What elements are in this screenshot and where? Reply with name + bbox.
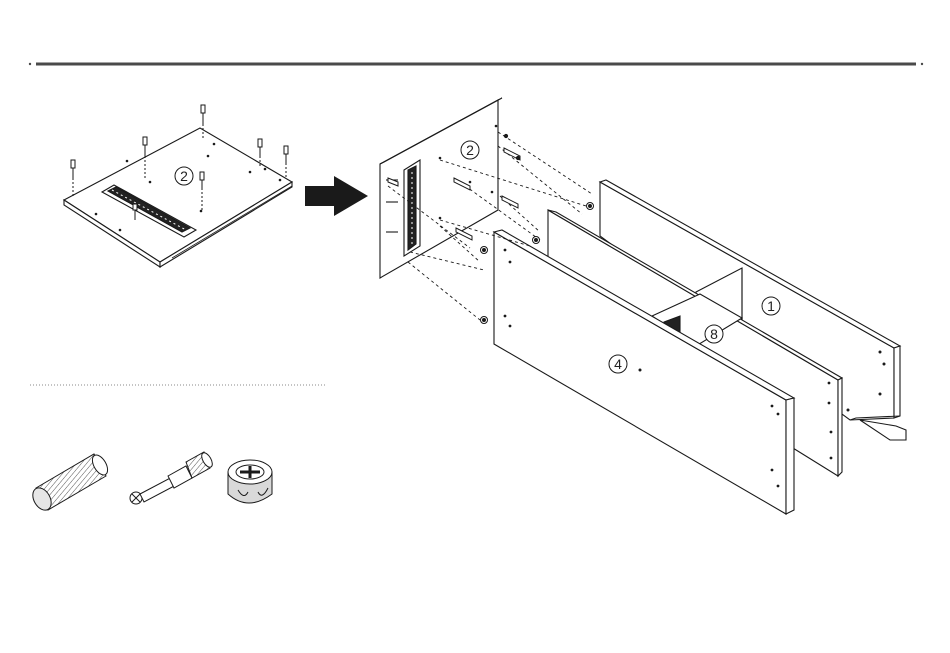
wooden-dowel-icon: [29, 452, 111, 513]
side-panel-part-number: 2: [466, 142, 474, 158]
cam-lock-icon: [228, 460, 272, 503]
header-rule: [29, 63, 923, 65]
cam-bolt-icon: [130, 451, 214, 504]
back-panel-part-number: 1: [767, 298, 775, 314]
top-panel-step: [64, 105, 292, 267]
front-panel-part-number: 4: [614, 356, 622, 372]
top-panel-part-number: 2: [180, 168, 188, 184]
shelf-part-number: 8: [710, 326, 718, 342]
cabinet-assembly: [380, 98, 906, 514]
right-arrow-icon: [305, 176, 368, 216]
top-panel: [64, 128, 292, 262]
